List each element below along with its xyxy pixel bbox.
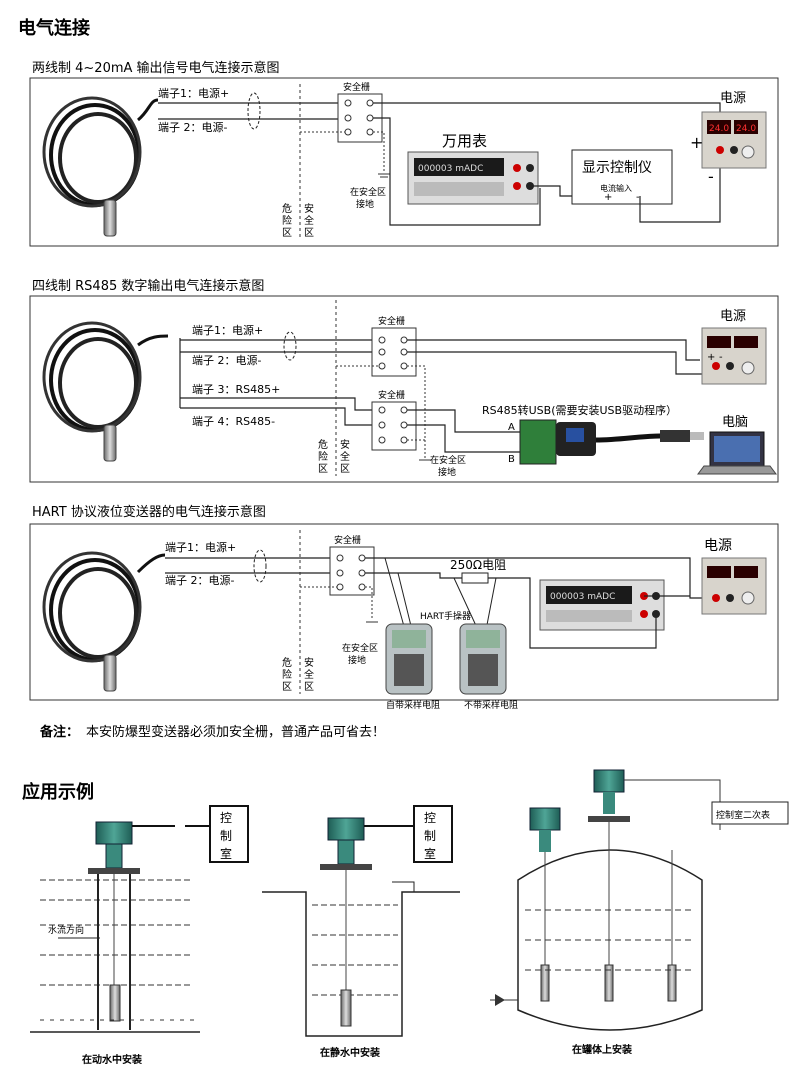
- s1-controller-plus: +: [604, 192, 612, 203]
- s1-ground-2: 接地: [356, 198, 374, 210]
- resistor-250: [461, 572, 489, 584]
- s1-controller-minus: -: [636, 192, 640, 203]
- s3-terminal2: 端子 2：电源-: [165, 573, 234, 587]
- power-supply-1: 24.0 24.0: [701, 111, 767, 169]
- s1-meter-label: 万用表: [442, 132, 487, 150]
- s2-b-label: B: [508, 454, 515, 465]
- s1-zone-danger-1: 危: [282, 203, 292, 215]
- s2-zone-safe-2: 全: [340, 450, 350, 463]
- ex1-room-2: 制: [220, 829, 232, 843]
- s2-ground-1: 在安全区: [430, 454, 466, 466]
- ex2-room-3: 室: [424, 846, 436, 861]
- svg-text:24.0: 24.0: [709, 124, 729, 134]
- section2-frame: [29, 295, 779, 483]
- s3-resistor-label: 250Ω电阻: [450, 558, 506, 572]
- s1-zone-safe-1: 安: [304, 202, 314, 215]
- ex3-caption: 在罐体上安装: [572, 1043, 632, 1056]
- s2-a-label: A: [508, 422, 515, 433]
- s2-zone-safe-3: 区: [340, 463, 350, 475]
- s2-zone-danger-2: 险: [318, 450, 328, 463]
- ex1-flow-label: 水流方向: [48, 924, 84, 936]
- s2-power-label: 电源: [720, 309, 746, 324]
- s2-terminal2: 端子 2：电源-: [192, 353, 261, 367]
- s3-terminal1: 端子1：电源+: [165, 540, 236, 554]
- s3-barrier-label: 安全栅: [334, 534, 361, 546]
- s2-barrier2-label: 安全栅: [378, 389, 405, 401]
- s1-barrier-label: 安全栅: [343, 81, 370, 93]
- ex2-room-2: 制: [424, 829, 436, 843]
- rs485-usb-converter: [519, 419, 704, 465]
- s1-zone-danger-2: 险: [282, 214, 292, 227]
- s2-computer-label: 电脑: [722, 415, 748, 430]
- note-text: 本安防爆型变送器必须加安全栅，普通产品可省去！: [86, 724, 385, 740]
- s2-terminal1: 端子1：电源+: [192, 323, 263, 337]
- ex1-room-1: 控: [220, 811, 232, 825]
- s3-ground-2: 接地: [348, 654, 366, 666]
- application-title: 应用示例: [22, 781, 94, 803]
- cable-coil-2: [42, 321, 169, 462]
- s2-zone-safe-1: 安: [340, 438, 350, 451]
- svg-text:24.0: 24.0: [736, 124, 756, 134]
- s3-zone-safe-1: 安: [304, 656, 314, 669]
- laptop-icon: [697, 431, 777, 475]
- note-label: 备注：: [39, 724, 79, 740]
- s1-terminal1: 端子1：电源+: [158, 86, 229, 100]
- s3-zone-safe-3: 区: [304, 681, 314, 693]
- s1-terminal2: 端子 2：电源-: [158, 120, 227, 134]
- multimeter-3: 000003 mADC: [539, 579, 665, 631]
- ex1-room-3: 室: [220, 846, 232, 861]
- s3-hart-label: HART手操器: [420, 610, 471, 622]
- s3-power-label: 电源: [704, 538, 732, 554]
- section3-heading: HART 协议液位变送器的电气连接示意图: [32, 504, 266, 520]
- hart-communicator-1: [385, 623, 433, 695]
- s3-zone-danger-3: 区: [282, 681, 292, 693]
- ex2-caption: 在静水中安装: [320, 1046, 380, 1059]
- example-flowing-water: [30, 805, 249, 1033]
- power-supply-2: [701, 327, 767, 385]
- s1-controller: [571, 149, 673, 205]
- ex2-room-1: 控: [424, 811, 436, 825]
- section3-frame: [29, 523, 779, 701]
- svg-text:000003 mADC: 000003 mADC: [550, 592, 615, 602]
- hart-communicator-2: [459, 623, 507, 695]
- s2-terminal3: 端子 3：RS485+: [192, 383, 280, 396]
- s1-zone-safe-3: 区: [304, 227, 314, 239]
- s1-ground-1: 在安全区: [350, 186, 386, 198]
- page-title: 电气连接: [18, 17, 90, 39]
- s1-zone-danger-3: 区: [282, 227, 292, 239]
- s1-power-label: 电源: [720, 91, 746, 106]
- s2-converter-label: RS485转USB(需要安装USB驱动程序）: [482, 403, 677, 417]
- s2-zone-danger-3: 区: [318, 463, 328, 475]
- s3-without-resistor: 不带采样电阻: [464, 699, 518, 711]
- s2-zone-danger-1: 危: [318, 439, 328, 451]
- cable-coil-1: [42, 96, 159, 237]
- s1-zone-safe-2: 全: [304, 214, 314, 227]
- example-tank: [490, 769, 789, 1031]
- example-still-water: [262, 805, 460, 1037]
- s2-psu-plus: +: [707, 352, 715, 363]
- s2-barrier1-label: 安全栅: [378, 315, 405, 327]
- s1-controller-label: 显示控制仪: [582, 160, 652, 176]
- s1-psu-minus: -: [708, 167, 714, 186]
- s3-ground-1: 在安全区: [342, 642, 378, 654]
- s3-zone-safe-2: 全: [304, 668, 314, 681]
- s3-with-resistor: 自带采样电阻: [386, 699, 440, 711]
- s3-zone-danger-1: 危: [282, 657, 292, 669]
- section1-frame: [29, 77, 779, 247]
- ex1-caption: 在动水中安装: [82, 1053, 142, 1066]
- s1-controller-input: 电流输入: [600, 183, 632, 193]
- power-supply-3: [701, 557, 767, 615]
- s2-ground-2: 接地: [438, 466, 456, 478]
- section1-heading: 两线制 4~20mA 输出信号电气连接示意图: [32, 60, 280, 76]
- s2-psu-minus: -: [719, 352, 723, 363]
- s3-zone-danger-2: 险: [282, 668, 292, 681]
- s2-terminal4: 端子 4：RS485-: [192, 415, 275, 428]
- section2-heading: 四线制 RS485 数字输出电气连接示意图: [32, 278, 264, 294]
- svg-text:000003 mADC: 000003 mADC: [418, 164, 483, 174]
- ex3-room-label: 控制室二次表: [716, 809, 770, 821]
- cable-coil-3: [42, 551, 166, 692]
- multimeter-1: 000003 mADC: [407, 151, 539, 205]
- s1-psu-plus: +: [690, 133, 703, 152]
